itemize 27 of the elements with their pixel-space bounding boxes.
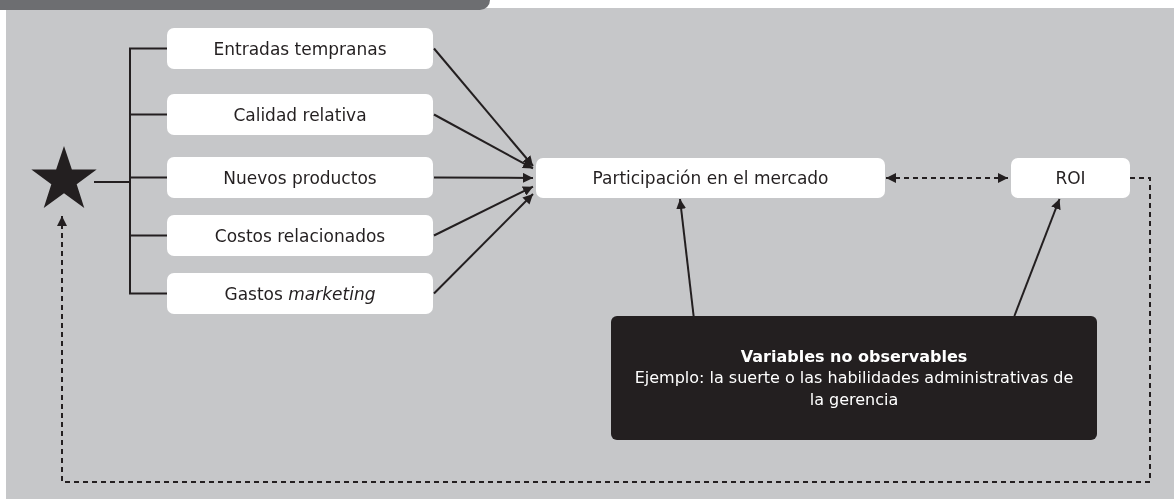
arrow	[1013, 198, 1061, 317]
factor-box	[167, 215, 433, 256]
factor-box	[167, 157, 433, 198]
factor-box	[1011, 158, 1130, 198]
box-label: Costos relacionados	[214, 225, 386, 246]
note-text: Ejemplo: la suerte o las habilidades administrativas de la gerencia	[633, 367, 1075, 411]
note-box	[611, 316, 1097, 440]
arrow	[57, 177, 1151, 483]
note-heading: Variables no observables	[740, 345, 968, 368]
factor-box	[167, 94, 433, 135]
box-label: Gastos marketing	[224, 283, 376, 304]
factor-box	[167, 273, 433, 314]
box-label: Calidad relativa	[233, 104, 367, 125]
arrow	[433, 172, 534, 183]
arrow	[885, 173, 1009, 183]
factor-box	[536, 158, 885, 198]
arrow	[433, 47, 534, 167]
box-label: Participación en el mercado	[592, 168, 829, 188]
arrow	[433, 113, 534, 170]
star-icon	[30, 146, 98, 210]
box-label: Nuevos productos	[223, 167, 377, 188]
arrow	[433, 193, 534, 295]
box-label: Entradas tempranas	[213, 38, 387, 59]
box-label: ROI	[1055, 168, 1086, 188]
arrow	[676, 198, 695, 317]
arrow	[433, 185, 534, 237]
factor-box	[167, 28, 433, 69]
